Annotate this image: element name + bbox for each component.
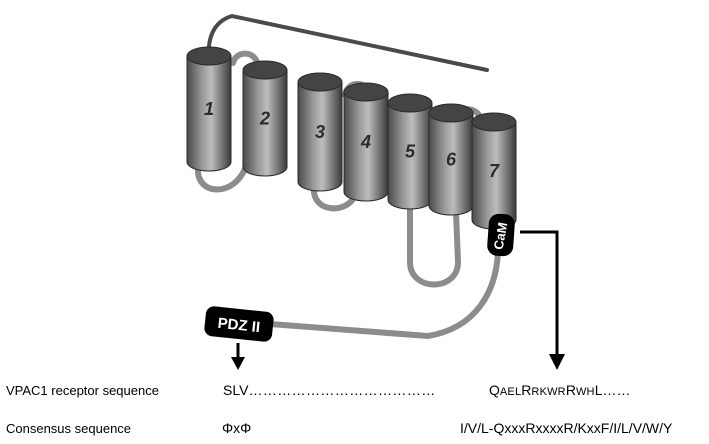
consensus-cam-motif: I/V/L-QxxxRxxxxR/KxxF/I/L/V/W/Y [460, 420, 673, 436]
helix-7: 7 [471, 112, 517, 230]
helix-3: 3 [297, 72, 343, 192]
cam-label: CaM [491, 221, 511, 251]
helix-label: 3 [315, 122, 325, 142]
helix-label: 6 [446, 150, 457, 170]
cam-arrow [520, 230, 565, 370]
helix-label: 5 [405, 142, 416, 162]
pdz-domain: PDZ II [204, 306, 274, 342]
receptor-sequence-label: VPAC1 receptor sequence [6, 383, 159, 398]
receptor-cam-motif: QAELRRKWRRWHL…… [489, 382, 631, 398]
helix-5: 5 [387, 93, 433, 210]
helix-4: 4 [343, 82, 389, 202]
helix-label: 1 [204, 99, 214, 119]
helix-2: 2 [242, 60, 288, 177]
consensus-pdz-motif: ΦxΦ [222, 420, 252, 436]
c-terminal-tail [267, 249, 501, 340]
helix-label: 2 [259, 109, 270, 129]
n-terminal-tail [206, 13, 489, 72]
helix-label: 7 [489, 161, 500, 181]
consensus-sequence-label: Consensus sequence [6, 421, 132, 436]
sequence-dots: ………………………………… [248, 382, 436, 398]
cam-binding-domain: CaM [487, 213, 515, 257]
helix-1: 1 [186, 46, 232, 172]
receptor-pdz-motif: SLV………………………………… [223, 382, 436, 398]
helix-label: 4 [360, 132, 371, 152]
pdz-label: PDZ II [217, 315, 261, 336]
helix-6: 6 [428, 103, 474, 216]
pdz-arrow [231, 343, 245, 370]
transmembrane-helices: 1 2 3 4 5 6 7 [186, 46, 517, 230]
